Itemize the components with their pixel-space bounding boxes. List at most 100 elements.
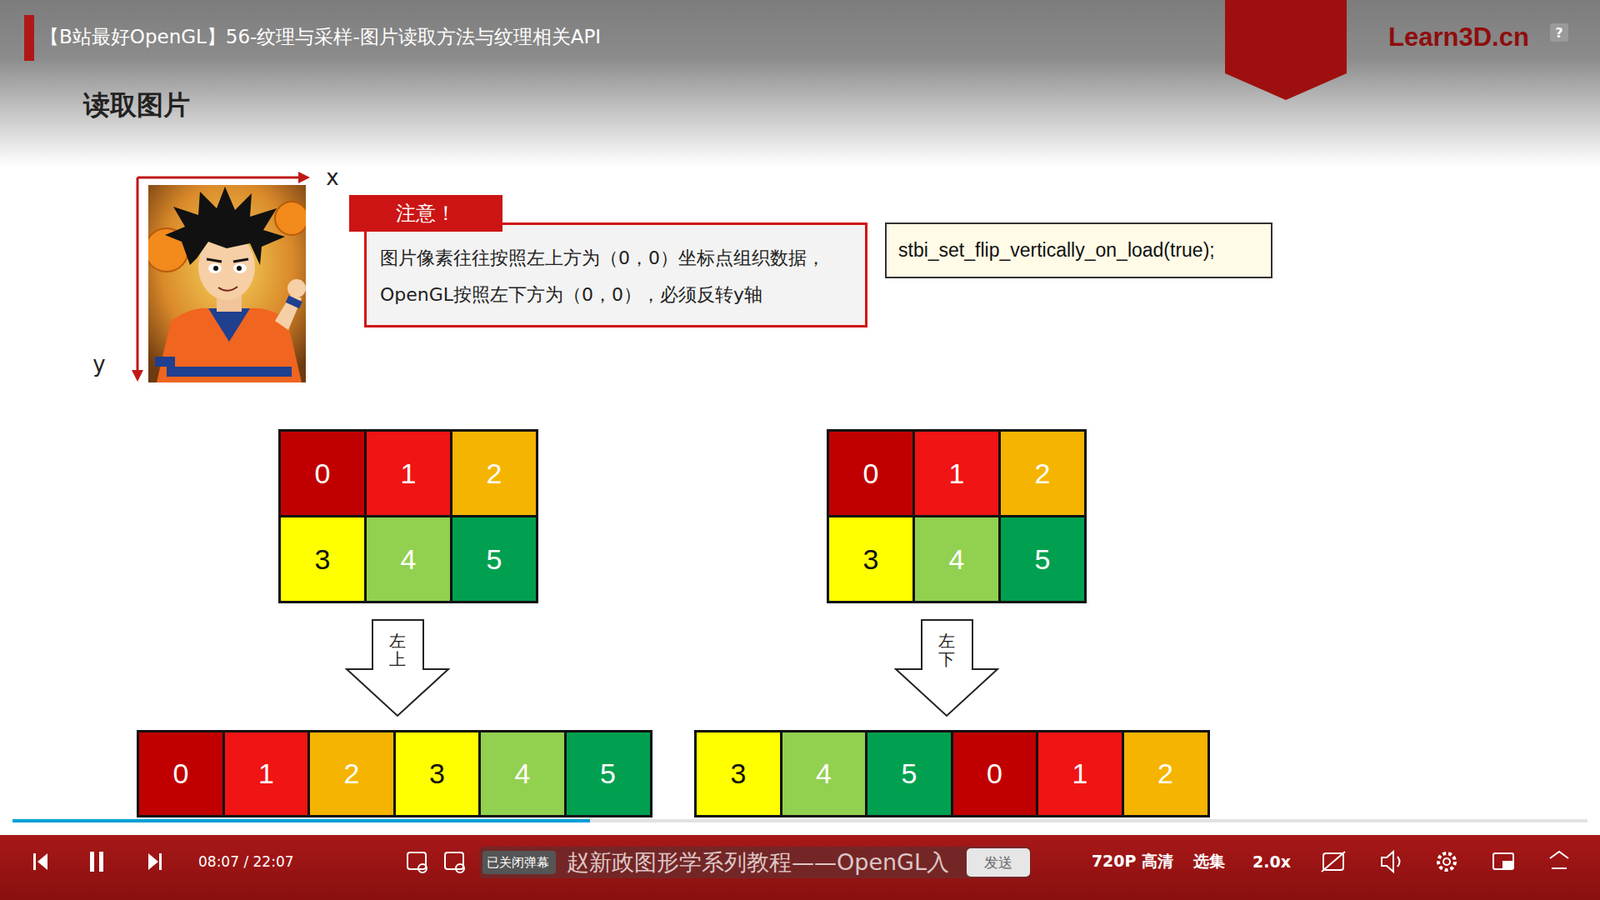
pixel-cell: 5: [564, 730, 653, 818]
danmaku-status-tag: [482, 850, 556, 875]
callout-tab: 注意！: [349, 195, 503, 232]
pixel-cell: 4: [364, 515, 453, 604]
goku-illustration: [148, 185, 306, 383]
x-axis-head: [298, 171, 310, 184]
pixel-cell: 3: [694, 730, 783, 818]
direction-arrow: 左下: [894, 618, 1000, 718]
vertical-text: 左上: [389, 631, 406, 669]
fist: [287, 279, 306, 298]
header-gradient: [0, 0, 1600, 167]
pixel-index: 5: [600, 757, 616, 790]
pixel-index: 5: [1035, 543, 1051, 576]
pixel-cell: 0: [826, 429, 915, 518]
subtitle-icon: [1321, 851, 1345, 872]
arm: [275, 293, 302, 330]
pixel-cell: 1: [364, 429, 453, 518]
pixel-cell: 1: [912, 429, 1001, 518]
logo-text: Learn3D.cn: [1388, 22, 1530, 53]
danmaku-placeholder: 赵新政图形学系列教程——OpenGL入: [566, 847, 950, 878]
pupil: [213, 265, 219, 271]
pixel-index: 0: [986, 757, 1003, 790]
next-icon: [159, 853, 162, 870]
pixel-index: 1: [1072, 757, 1089, 790]
belt: [166, 366, 292, 377]
volume-icon: [1397, 856, 1400, 867]
pixel-cell: 2: [450, 429, 539, 518]
eye: [208, 263, 222, 274]
prev-icon: [33, 853, 36, 870]
send-button-text: 发送: [984, 853, 1013, 873]
eye: [233, 263, 247, 274]
speed-label: 2.0x: [1252, 852, 1291, 871]
pixel-cell: 2: [307, 730, 396, 818]
pixel-index: 4: [515, 757, 531, 790]
pixel-index: 1: [400, 457, 417, 490]
pixel-cell: 1: [222, 730, 311, 818]
pixel-index: 1: [258, 757, 275, 790]
pixel-index: 2: [1157, 757, 1174, 790]
pixel-index: 2: [486, 457, 503, 490]
pixel-index: 0: [315, 457, 331, 490]
pixel-index: 5: [486, 543, 503, 576]
wristband: [155, 356, 175, 367]
pixel-cell: 0: [278, 429, 367, 518]
y-axis-head: [131, 370, 144, 382]
pupil: [236, 265, 242, 271]
wristband: [285, 295, 303, 310]
prev-icon: [37, 853, 48, 870]
axis-label: y: [92, 351, 105, 377]
code-text: stbi_set_flip_vertically_on_load(true);: [898, 224, 1260, 277]
next-icon: [148, 853, 159, 870]
send-button: [966, 848, 1030, 877]
arrow-shape: [895, 620, 998, 716]
pixel-index: 4: [400, 543, 417, 576]
time-display: 08:07 / 22:07: [198, 853, 295, 870]
progress-track: [12, 819, 1588, 823]
pixel-cell: 2: [1121, 730, 1210, 818]
pixel-cell: 5: [865, 730, 954, 818]
episode-label: 选集: [1193, 850, 1225, 873]
pixel-index: 4: [949, 543, 965, 576]
danmaku-status: 已关闭弹幕: [486, 855, 550, 871]
mouth: [218, 286, 238, 291]
pixel-index: 3: [730, 757, 747, 790]
danmaku-icon: [418, 864, 427, 873]
pixel-index: 2: [344, 757, 360, 790]
header-accent-bar: [24, 15, 35, 61]
pixel-cell: 5: [450, 515, 539, 604]
pixel-cell: 0: [136, 730, 225, 818]
pixel-cell: 2: [998, 429, 1087, 518]
pixel-index: 3: [863, 543, 880, 576]
pixel-cell: 3: [826, 515, 915, 604]
hair: [165, 186, 285, 265]
pixel-index: 0: [863, 457, 880, 490]
slide-heading: 读取图片: [83, 87, 190, 125]
callout-text: 图片像素往往按照左上方为（0，0）坐标点组织数据， OpenGL按照左下方为（0…: [380, 240, 852, 314]
help-icon-text: ?: [1555, 25, 1563, 41]
video-title: 【B站最好OpenGL】56-纹理与采样-图片读取方法与纹理相关API: [40, 24, 601, 50]
danmaku-icon: [407, 852, 426, 870]
note-callout: 注意！图片像素往往按照左上方为（0，0）坐标点组织数据， OpenGL按照左下方…: [364, 222, 868, 328]
pixel-cell: 1: [1035, 730, 1125, 818]
pixel-cell: 3: [393, 730, 482, 818]
pause-icon: [99, 851, 104, 872]
arrow-shape: [346, 620, 449, 716]
pixel-index: 3: [315, 543, 331, 576]
code-box: stbi_set_flip_vertically_on_load(true);: [885, 222, 1273, 279]
pixel-cell: 4: [912, 515, 1001, 604]
pixel-cell: 5: [998, 515, 1087, 604]
fullscreen-icon: [1550, 851, 1569, 869]
pixel-index: 0: [173, 757, 190, 790]
settings-icon: [1443, 858, 1450, 865]
danmaku-settings-icon: [445, 852, 464, 870]
dragon-ball: [275, 201, 306, 235]
direction-arrow: 左上: [345, 618, 450, 718]
player-controls: [33, 851, 162, 872]
pip-icon: [1493, 853, 1514, 870]
logo-banner: [1225, 0, 1347, 100]
pixel-index: 1: [949, 457, 965, 490]
vertical-text: 左下: [938, 631, 955, 669]
settings-icon: [1438, 853, 1455, 870]
progress-fill: [12, 819, 590, 823]
